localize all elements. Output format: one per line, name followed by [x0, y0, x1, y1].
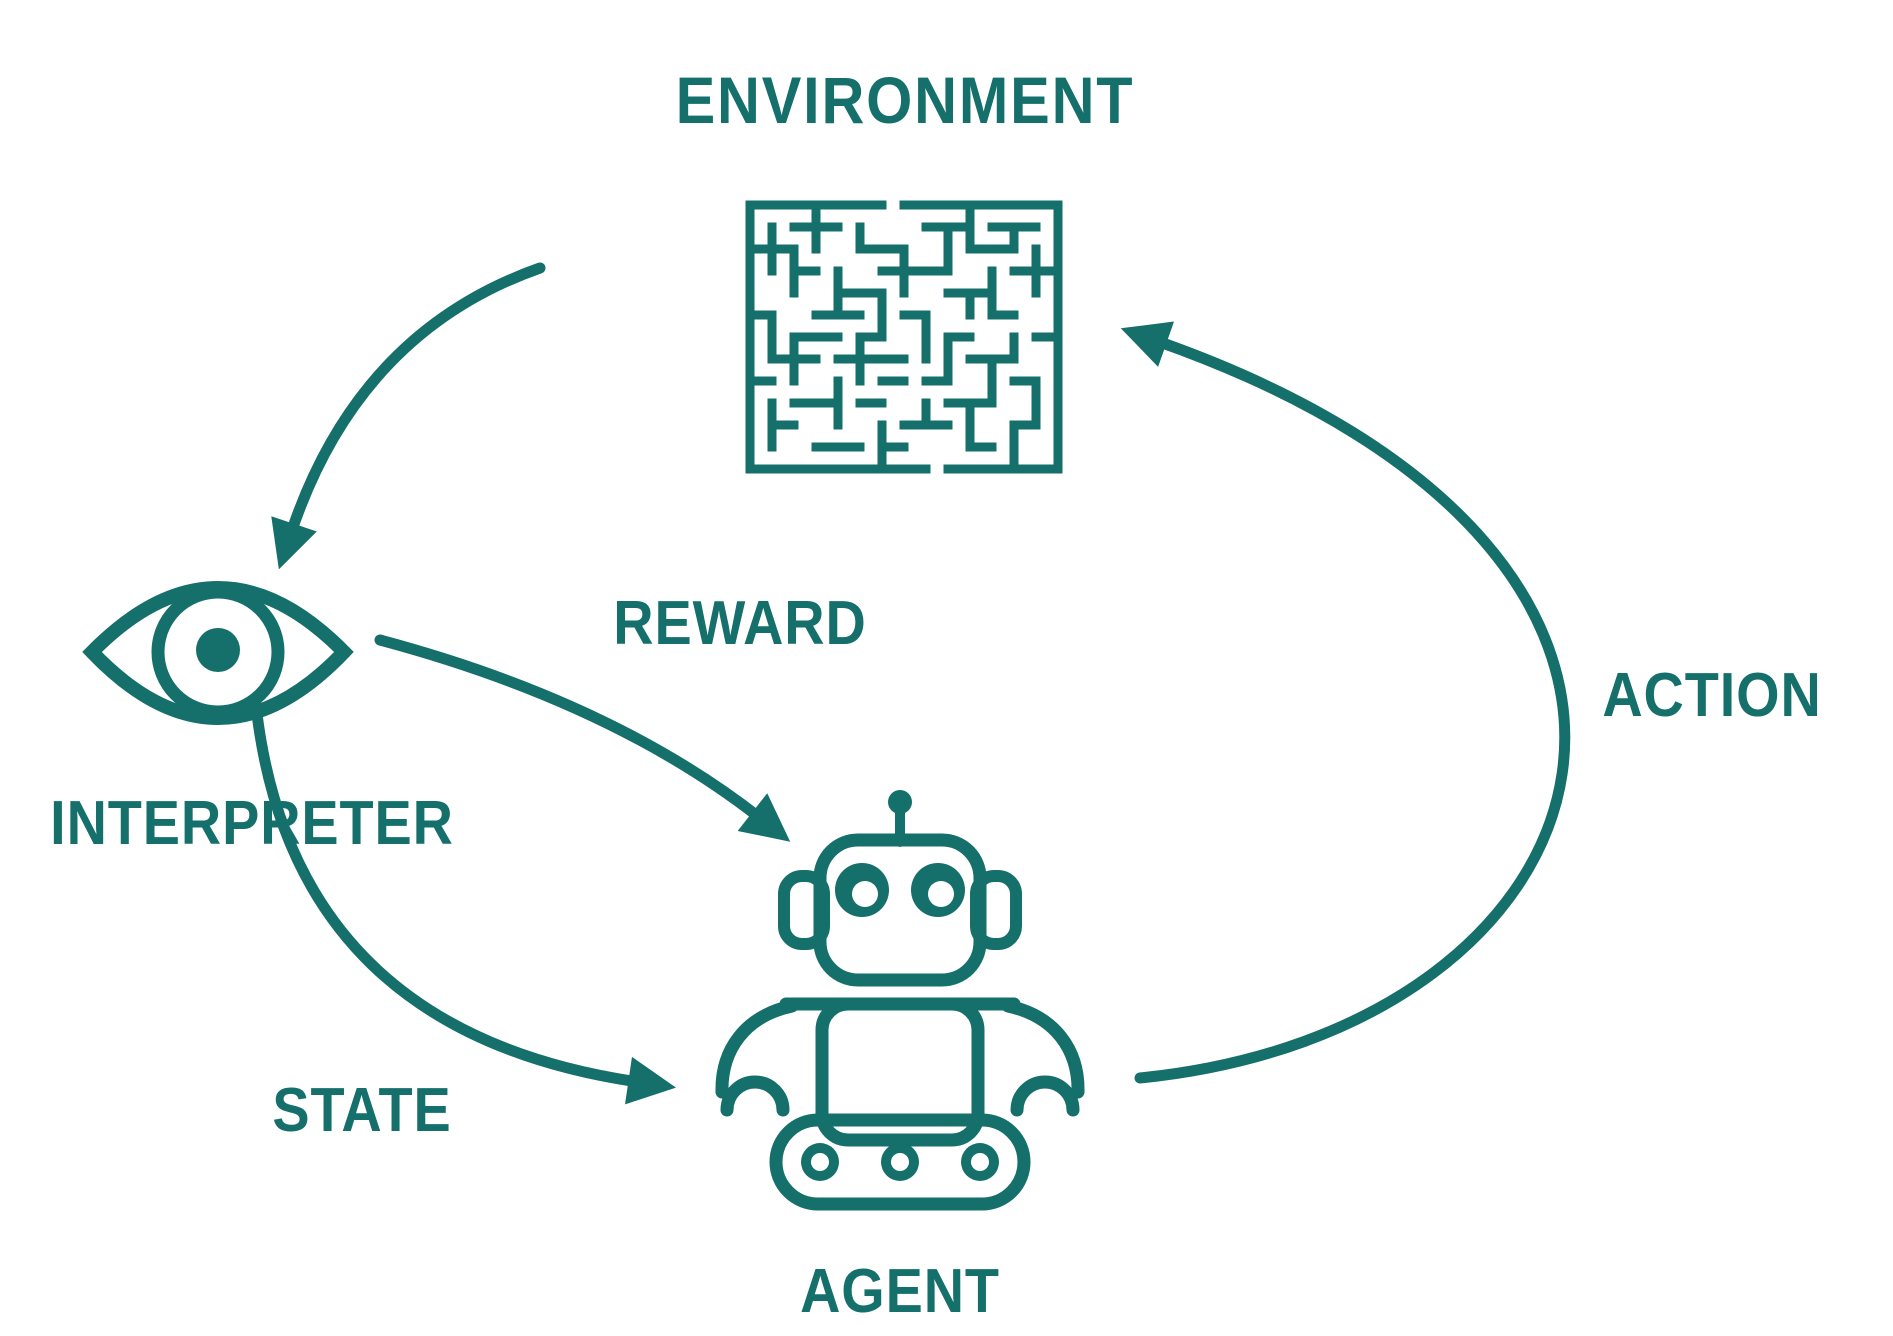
reward-edge-label: REWARD	[613, 589, 867, 658]
agent-label: AGENT	[800, 1257, 1000, 1326]
arrow-state-interpreter-to-agent	[251, 708, 676, 1105]
environment-label: ENVIRONMENT	[675, 63, 1135, 137]
action-edge-label: ACTION	[1602, 661, 1822, 730]
arrow-environment-to-interpreter	[271, 262, 546, 570]
robot-icon	[715, 790, 1085, 1211]
state-edge-label: STATE	[272, 1076, 452, 1145]
eye-icon	[82, 581, 354, 725]
arrow-reward-interpreter-to-agent	[374, 634, 791, 842]
arrow-action-agent-to-environment	[1120, 321, 1571, 1084]
maze-icon	[745, 200, 1063, 474]
interpreter-label: INTERPRETER	[50, 789, 454, 858]
